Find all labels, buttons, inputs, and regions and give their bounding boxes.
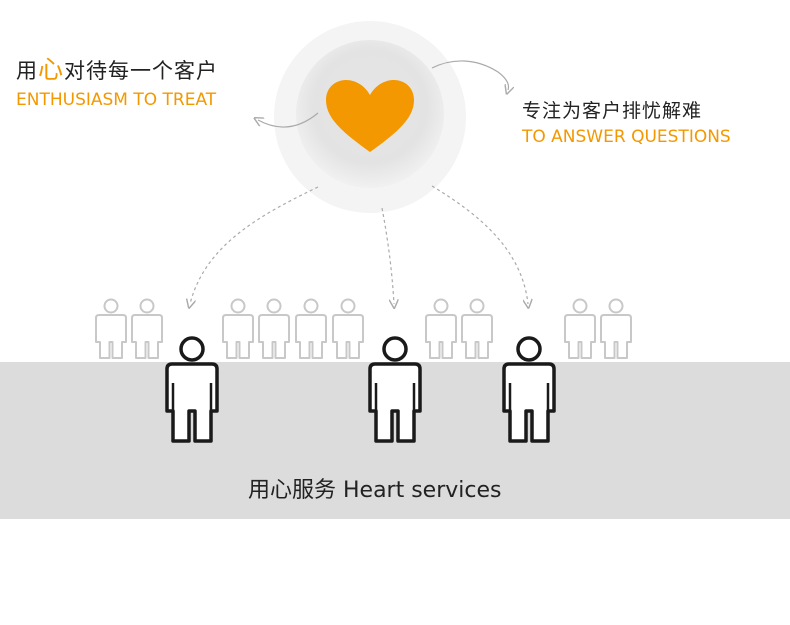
right-caption: 专注为客户排忧解难 TO ANSWER QUESTIONS bbox=[522, 98, 731, 148]
person-icon-small bbox=[258, 298, 290, 359]
left-caption-cn: 用心对待每一个客户 bbox=[16, 56, 218, 85]
footer-caption-text: 用心服务 Heart services bbox=[248, 478, 502, 503]
person-icon-large bbox=[502, 336, 556, 443]
dashed-arrow-left bbox=[190, 186, 319, 304]
person-icon-small bbox=[332, 298, 364, 359]
right-caption-cn: 专注为客户排忧解难 bbox=[522, 100, 703, 122]
person-icon-large bbox=[368, 336, 422, 443]
person-icon-small bbox=[222, 298, 254, 359]
person-icon-small bbox=[461, 298, 493, 359]
person-icon-small bbox=[95, 298, 127, 359]
dashed-arrow-right bbox=[431, 185, 528, 304]
left-caption-cn-highlight: 心 bbox=[38, 55, 65, 84]
person-icon-small bbox=[131, 298, 163, 359]
person-icon-small bbox=[600, 298, 632, 359]
left-caption-en: ENTHUSIASM TO TREAT bbox=[16, 90, 217, 110]
person-icon-large bbox=[165, 336, 219, 443]
left-caption-cn-suffix: 对待每一个客户 bbox=[64, 59, 219, 83]
person-icon-small bbox=[564, 298, 596, 359]
curved-arrow-right bbox=[431, 60, 509, 90]
left-caption: 用心对待每一个客户 ENTHUSIASM TO TREAT bbox=[16, 56, 218, 111]
curved-arrow-left bbox=[258, 112, 319, 128]
person-icon-small bbox=[295, 298, 327, 359]
person-icon-small bbox=[425, 298, 457, 359]
left-caption-cn-prefix: 用 bbox=[16, 59, 38, 83]
dashed-arrow-middle bbox=[381, 207, 394, 304]
heart-icon bbox=[326, 80, 414, 152]
right-caption-en: TO ANSWER QUESTIONS bbox=[522, 127, 731, 147]
